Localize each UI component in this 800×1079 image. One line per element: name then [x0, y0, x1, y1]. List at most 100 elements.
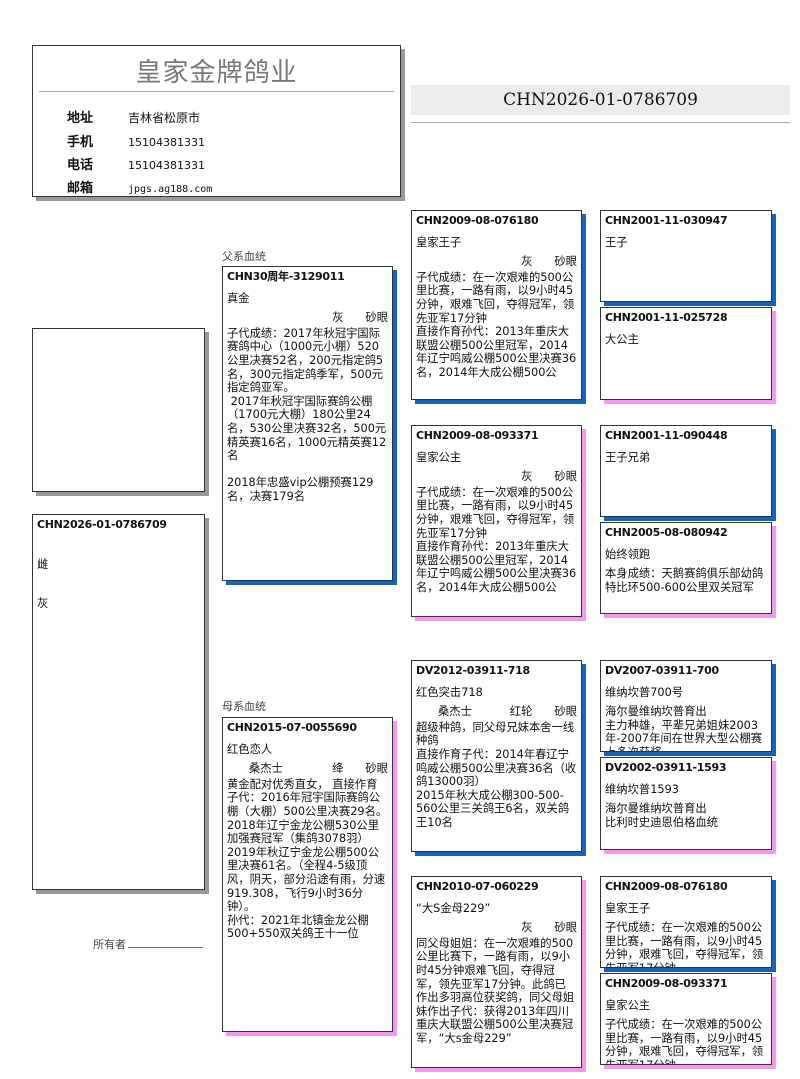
phone-label: 电话: [67, 158, 94, 173]
ring-number: CHN2009-08-076180: [416, 214, 539, 227]
bird-name: 皇家公主: [416, 450, 462, 464]
strain: 桑杰士: [249, 762, 283, 776]
achievements: 同父母姐姐：在一次艰难的500公里比赛下，一路有雨，以9小时45分钟艰难飞回，夺…: [416, 936, 575, 1045]
pedigree-card-dam: CHN2015-07-0055690 红色恋人 桑杰士 绛 砂眼黄金配对优秀直女…: [222, 717, 393, 1032]
pedigree-card-dss: DV2007-03911-700 维纳坎普700号海尔曼维纳坎普育出 主力种雄，…: [600, 660, 772, 752]
achievements: 子代成绩：在一次艰难的500公里比赛，一路有雨，以9小时45分钟，艰难飞回，夺得…: [416, 485, 577, 594]
achievements: 海尔曼维纳坎普育出 主力种雄，平辈兄弟姐妹2003年-2007年间在世界大型公棚…: [605, 705, 763, 751]
signature-line: [128, 947, 203, 948]
sire-line-label: 父系血统: [222, 250, 266, 263]
bird-name: 皇家王子: [605, 901, 651, 915]
achievements: 子代成绩：在一次艰难的500公里比赛，一路有雨，以9小时45分钟，艰难飞回，夺得…: [416, 270, 577, 379]
bird-attributes: 灰 砂眼: [416, 470, 577, 484]
pedigree-card-ddd: CHN2009-08-093371 皇家公主子代成绩：在一次艰难的500公里比赛…: [600, 973, 772, 1065]
bird-name: 红色突击718: [416, 685, 483, 699]
bird-name: 维纳坎普1593: [605, 782, 679, 796]
color: 灰: [521, 255, 533, 269]
bird-attributes: 桑杰士 绛 砂眼: [227, 762, 388, 776]
divider: [411, 122, 790, 123]
eye: 砂眼: [554, 470, 577, 484]
color: 灰: [521, 470, 533, 484]
achievements: 子代成绩：2017年秋冠宇国际赛鸽中心（1000元小棚）520公里决赛52名，2…: [227, 326, 387, 503]
phone-row: 电话 15104381331: [67, 154, 205, 173]
achievements: 黄金配对优秀直女， 直接作育子代：2016年冠宇国际赛鸽公棚（大棚）500公里决…: [227, 777, 388, 941]
ring-number: CHN30周年-3129011: [227, 270, 345, 283]
pedigree-card-sire: CHN30周年-3129011 真金 灰 砂眼子代成绩：2017年秋冠宇国际赛鸽…: [222, 266, 393, 581]
bird-attributes: 灰 砂眼: [227, 311, 388, 325]
pedigree-card-ds: DV2012-03911-718 红色突击718 桑杰士 红轮 砂眼超级种鸽，同…: [411, 660, 582, 852]
strain: 桑杰士: [438, 705, 472, 719]
bird-name: 王子: [605, 235, 628, 249]
ring-number: CHN2009-08-093371: [605, 977, 728, 990]
eye: 砂眼: [554, 921, 577, 935]
color: 绛: [332, 762, 344, 776]
email-row: 邮箱 jpgs.ag188.com: [67, 177, 212, 196]
sex: 雌: [37, 557, 49, 571]
breeder-info-card: 皇家金牌鸽业 地址 吉林省松原市 手机 15104381331 电话 15104381…: [32, 45, 401, 197]
pedigree-card-dd: CHN2010-07-060229 “大S金母229” 灰 砂眼同父母姐姐：在一…: [411, 876, 582, 1068]
achievements: 子代成绩：在一次艰难的500公里比赛，一路有雨，以9小时45分钟，艰难飞回，夺得…: [605, 921, 764, 967]
ring-number: CHN2005-08-080942: [605, 526, 728, 539]
photo-placeholder: [32, 328, 205, 492]
ring-number: CHN2010-07-060229: [416, 880, 539, 893]
ring-number: CHN2001-11-025728: [605, 311, 728, 324]
color: 灰: [521, 921, 533, 935]
bird-attributes: 桑杰士 红轮 砂眼: [416, 705, 577, 719]
color: 红轮: [509, 705, 533, 719]
address-value: 吉林省松原市: [128, 111, 201, 125]
ring-number-banner: CHN2026-01-0786709: [411, 85, 790, 115]
bird-name: 王子兄弟: [605, 450, 651, 464]
subject-bird-card: CHN2026-01-0786709 雌 灰: [32, 514, 205, 890]
bird-name: 皇家公主: [605, 998, 651, 1012]
mobile-label: 手机: [67, 135, 94, 150]
mobile-row: 手机 15104381331: [67, 131, 205, 150]
ring-number: CHN2009-08-093371: [416, 429, 539, 442]
bird-name: 始终领跑: [605, 547, 651, 561]
achievements: 海尔曼维纳坎普育出 比利时史迪恩伯格血统: [605, 802, 718, 829]
bird-attributes: 灰 砂眼: [416, 921, 577, 935]
bird-name: 红色恋人: [227, 742, 273, 756]
eye: 砂眼: [365, 311, 388, 325]
owner-label: 所有者: [93, 938, 126, 951]
bird-name: 皇家王子: [416, 235, 462, 249]
bird-name: 真金: [227, 291, 250, 305]
ring-number: CHN2009-08-076180: [605, 880, 728, 893]
bird-attributes: 灰 砂眼: [416, 255, 577, 269]
breeder-name: 皇家金牌鸽业: [135, 58, 298, 88]
pedigree-card-sds: CHN2001-11-090448 王子兄弟: [600, 425, 772, 517]
bird-name: 大公主: [605, 332, 639, 346]
pedigree-card-ssd: CHN2001-11-025728 大公主: [600, 307, 772, 400]
color: 灰: [332, 311, 344, 325]
divider: [39, 91, 394, 92]
achievements: 子代成绩：在一次艰难的500公里比赛，一路有雨，以9小时45分钟，艰难飞回，夺得…: [605, 1018, 764, 1064]
ring-number: CHN2001-11-030947: [605, 214, 728, 227]
pedigree-card-sdd: CHN2005-08-080942 始终领跑本身成绩：天鹅赛鸽俱乐部幼鸽特比环5…: [600, 522, 772, 614]
ring-number: CHN2026-01-0786709: [37, 518, 167, 531]
achievements: 超级种鸽，同父母兄妹本舍一线种鸽 直接作育子代：2014年春辽宁鸣威公棚500公…: [416, 720, 577, 829]
bird-name: “大S金母229”: [416, 901, 491, 915]
address-label: 地址: [67, 111, 94, 126]
ring-number: DV2012-03911-718: [416, 664, 530, 677]
pedigree-card-dsd: DV2002-03911-1593 维纳坎普1593 海尔曼维纳坎普育出 比利时史…: [600, 757, 772, 850]
pedigree-card-dds: CHN2009-08-076180 皇家王子子代成绩：在一次艰难的500公里比赛…: [600, 876, 772, 968]
pedigree-card-ss: CHN2009-08-076180 皇家王子 灰 砂眼子代成绩：在一次艰难的50…: [411, 210, 582, 400]
phone-value: 15104381331: [128, 159, 205, 172]
address-row: 地址 吉林省松原市: [67, 107, 200, 126]
dam-line-label: 母系血统: [222, 700, 266, 713]
eye: 砂眼: [554, 705, 577, 719]
pedigree-card-sd: CHN2009-08-093371 皇家公主 灰 砂眼子代成绩：在一次艰难的50…: [411, 425, 582, 617]
eye: 砂眼: [365, 762, 388, 776]
email-label: 邮箱: [67, 181, 94, 196]
eye: 砂眼: [554, 255, 577, 269]
ring-number: DV2002-03911-1593: [605, 761, 727, 774]
pedigree-card-sss: CHN2001-11-030947 王子: [600, 210, 772, 302]
achievements: 本身成绩：天鹅赛鸽俱乐部幼鸽特比环500-600公里双关冠军: [605, 567, 764, 594]
owner-signature: 所有者: [93, 936, 203, 952]
ring-number: DV2007-03911-700: [605, 664, 719, 677]
ring-number: CHN2015-07-0055690: [227, 721, 357, 734]
ring-number: CHN2001-11-090448: [605, 429, 728, 442]
mobile-value: 15104381331: [128, 136, 205, 149]
color: 灰: [37, 597, 49, 611]
bird-name: 维纳坎普700号: [605, 685, 684, 699]
email-value: jpgs.ag188.com: [128, 184, 213, 195]
